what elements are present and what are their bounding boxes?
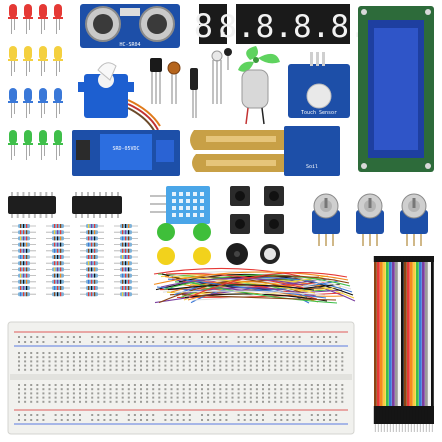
- soil-moisture-sensor: Soil: [190, 126, 340, 176]
- jumper-wires: [153, 267, 356, 304]
- resistor: [114, 292, 138, 297]
- seven-segment-single-text: 8.: [194, 7, 233, 45]
- led: [38, 4, 48, 34]
- resistor: [80, 279, 104, 284]
- button-caps: [157, 223, 211, 265]
- resistor: [80, 248, 104, 253]
- led: [8, 130, 18, 160]
- seven-segment-quad-text: 8.8.8.8.: [218, 9, 367, 45]
- led: [53, 130, 63, 160]
- led: [23, 4, 33, 34]
- potentiometer: [312, 193, 340, 246]
- ultrasonic-sensor: HC-SR04: [80, 4, 180, 48]
- led: [8, 46, 18, 76]
- ribbon-wires: [373, 256, 434, 432]
- resistor: [46, 224, 70, 228]
- touch-sensor-module: Touch Sensor: [288, 52, 350, 118]
- resistor: [12, 242, 36, 247]
- resistor: [114, 261, 138, 266]
- touch-sensor-label: Touch Sensor: [301, 110, 337, 116]
- led: [38, 46, 48, 76]
- buzzers: [226, 243, 280, 265]
- led: [53, 46, 63, 76]
- resistor: [114, 273, 138, 278]
- resistor: [12, 224, 36, 228]
- dc-motor-fan: [238, 46, 280, 125]
- resistor: [114, 248, 138, 253]
- resistor: [80, 230, 104, 235]
- resistor: [80, 224, 104, 228]
- resistor: [114, 279, 138, 284]
- resistor: [12, 279, 36, 284]
- relay-module: SRD-05VDC: [72, 130, 180, 176]
- lcd-module: [358, 6, 434, 172]
- led: [23, 88, 33, 118]
- resistor: [46, 248, 70, 253]
- soil-label: Soil: [306, 164, 318, 170]
- led: [38, 130, 48, 160]
- resistor: [114, 255, 138, 259]
- led: [38, 88, 48, 118]
- resistor: [114, 224, 138, 228]
- resistor: [114, 242, 138, 247]
- resistor: [114, 230, 138, 235]
- ic-chips: [8, 192, 122, 218]
- resistor: [80, 242, 104, 247]
- breadboard: [7, 321, 355, 435]
- resistor: [46, 267, 70, 272]
- resistor: [12, 255, 36, 259]
- resistor: [12, 286, 36, 290]
- seven-segment-single: 8.: [194, 4, 233, 45]
- tactile-button: [264, 186, 284, 206]
- resistor: [80, 292, 104, 297]
- resistor: [46, 273, 70, 278]
- led: [53, 88, 63, 118]
- resistor: [114, 236, 138, 241]
- dht11-sensor: [150, 186, 210, 224]
- tactile-button: [230, 186, 250, 206]
- resistor: [80, 255, 104, 259]
- resistor: [12, 248, 36, 253]
- resistor: [12, 261, 36, 266]
- resistor: [12, 292, 36, 297]
- servo-motor: [78, 62, 161, 135]
- led-grid: [8, 4, 63, 160]
- led: [53, 4, 63, 34]
- resistor: [12, 267, 36, 272]
- resistor: [12, 236, 36, 241]
- resistor: [46, 236, 70, 241]
- tactile-button: [264, 214, 284, 234]
- resistor: [80, 286, 104, 290]
- relay-label: SRD-05VDC: [112, 146, 139, 152]
- ultrasonic-label: HC-SR04: [119, 42, 140, 48]
- resistor: [12, 273, 36, 278]
- resistor: [46, 230, 70, 235]
- led: [8, 4, 18, 34]
- tactile-button: [230, 214, 250, 234]
- potentiometers: [312, 193, 428, 246]
- resistor: [46, 242, 70, 247]
- resistor: [46, 261, 70, 266]
- resistor: [80, 236, 104, 241]
- resistor: [80, 273, 104, 278]
- resistor: [80, 261, 104, 266]
- resistor: [114, 286, 138, 290]
- resistor: [12, 230, 36, 235]
- potentiometer: [400, 193, 428, 246]
- resistor: [46, 255, 70, 259]
- resistor: [80, 267, 104, 272]
- led: [23, 46, 33, 76]
- led: [8, 88, 18, 118]
- resistor: [46, 292, 70, 297]
- led: [23, 130, 33, 160]
- potentiometer: [356, 193, 384, 246]
- resistor: [46, 279, 70, 284]
- tactile-buttons: [230, 186, 284, 234]
- seven-segment-quad: 8.8.8.8.: [218, 4, 368, 45]
- small-components: [150, 48, 232, 118]
- resistor: [46, 286, 70, 290]
- resistor: [114, 267, 138, 272]
- resistor-array: [12, 224, 138, 297]
